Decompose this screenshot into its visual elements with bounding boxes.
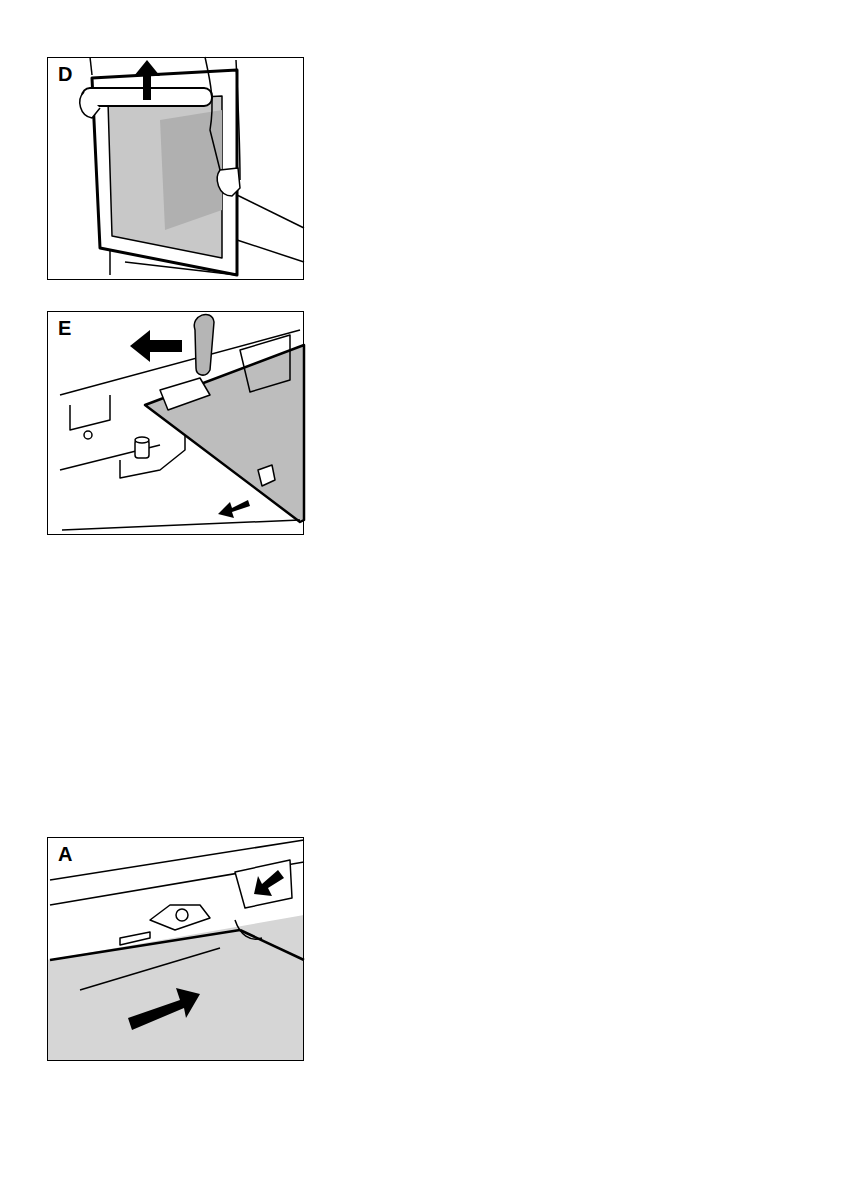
- refit-illustration: [47, 840, 304, 1060]
- left-arrow: [130, 330, 182, 362]
- figure-panel: A: [47, 837, 304, 1061]
- up-arrow: [134, 60, 160, 100]
- small-arrow: [218, 500, 250, 518]
- figure-panel: E: [47, 311, 304, 535]
- pane-illustration: [60, 314, 304, 530]
- clip-arrow: [254, 870, 284, 896]
- figure-letter: D: [56, 63, 74, 85]
- figure-panel: D: [47, 57, 304, 280]
- push-arrow: [128, 988, 200, 1030]
- door-illustration: [80, 57, 304, 275]
- figure-letter: A: [56, 843, 74, 865]
- figure-letter: E: [56, 317, 73, 339]
